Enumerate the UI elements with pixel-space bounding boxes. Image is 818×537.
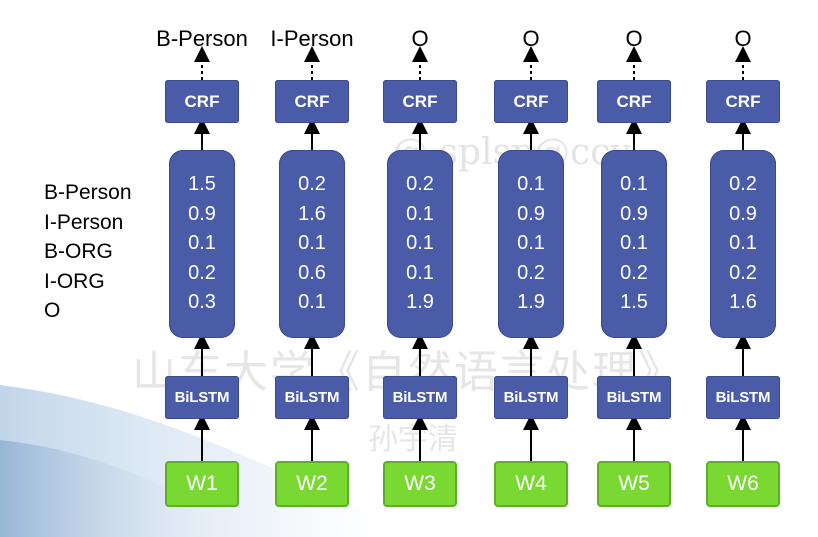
tag-label-b-org: B-ORG (44, 240, 113, 263)
emission-score-value: 0.2 (729, 261, 757, 284)
bilstm-layer-box: BiLSTM (494, 376, 568, 419)
emission-score-value: 1.6 (298, 202, 326, 225)
emission-score-value: 0.1 (298, 291, 326, 314)
bilstm-layer-box: BiLSTM (597, 376, 671, 419)
emission-score-value: 0.2 (729, 173, 757, 196)
input-word-box: W4 (494, 461, 568, 507)
bilstm-layer-box: BiLSTM (706, 376, 780, 419)
predicted-tag-label: B-Person (156, 26, 248, 51)
emission-score-value: 0.9 (729, 202, 757, 225)
emission-score-value: 1.9 (406, 291, 434, 314)
input-word-box: W6 (706, 461, 780, 507)
emission-score-box: 0.2 0.1 0.1 0.1 1.9 (387, 150, 453, 338)
emission-score-value: 0.3 (188, 291, 216, 314)
predicted-tag-label: O (734, 26, 752, 51)
bilstm-layer-box: BiLSTM (165, 376, 239, 419)
emission-score-value: 0.1 (729, 232, 757, 255)
emission-score-value: 1.5 (188, 173, 216, 196)
emission-score-value: 0.2 (406, 173, 434, 196)
crf-layer-box: CRF (275, 80, 349, 123)
predicted-tag-label: O (625, 26, 643, 51)
emission-score-value: 1.6 (729, 291, 757, 314)
emission-score-value: 0.1 (406, 202, 434, 225)
tag-label-i-org: I-ORG (44, 269, 105, 293)
crf-layer-box: CRF (165, 80, 239, 123)
emission-score-value: 0.1 (406, 261, 434, 284)
input-word-box: W1 (165, 461, 239, 507)
crf-layer-box: CRF (706, 80, 780, 123)
crf-layer-box: CRF (597, 80, 671, 123)
emission-score-box: 0.2 0.9 0.1 0.2 1.6 (710, 150, 776, 338)
predicted-tag-label: O (411, 26, 429, 51)
crf-layer-box: CRF (494, 80, 568, 123)
emission-score-value: 0.1 (188, 232, 216, 255)
emission-score-value: 0.1 (620, 173, 648, 196)
emission-score-value: 0.9 (188, 202, 216, 225)
crf-layer-box: CRF (383, 80, 457, 123)
emission-score-value: 0.2 (620, 261, 648, 284)
emission-score-box: 0.1 0.9 0.1 0.2 1.9 (498, 150, 564, 338)
input-word-box: W3 (383, 461, 457, 507)
emission-score-value: 0.2 (188, 261, 216, 284)
emission-score-value: 0.2 (517, 261, 545, 284)
predicted-tag-label: I-Person (270, 26, 354, 51)
emission-score-value: 0.1 (620, 232, 648, 255)
bilstm-layer-box: BiLSTM (275, 376, 349, 419)
tag-label-b-person: B-Person (44, 181, 132, 204)
emission-score-value: 1.5 (620, 291, 648, 314)
emission-score-box: 1.5 0.9 0.1 0.2 0.3 (169, 150, 235, 338)
emission-score-value: 0.1 (517, 173, 545, 196)
tag-label-o: O (44, 299, 61, 322)
emission-score-value: 0.1 (298, 232, 326, 255)
emission-score-box: 0.1 0.9 0.1 0.2 1.5 (601, 150, 667, 338)
emission-score-value: 1.9 (517, 291, 545, 314)
emission-score-value: 0.6 (298, 261, 326, 284)
tag-label-i-person: I-Person (44, 210, 124, 234)
predicted-tag-label: O (522, 26, 540, 51)
emission-score-value: 0.9 (620, 202, 648, 225)
emission-score-value: 0.9 (517, 202, 545, 225)
emission-score-value: 0.1 (406, 232, 434, 255)
emission-score-value: 0.1 (517, 232, 545, 255)
input-word-box: W5 (597, 461, 671, 507)
input-word-box: W2 (275, 461, 349, 507)
tag-label-list: B-Person I-Person B-ORG I-ORG O (44, 178, 132, 326)
emission-score-value: 0.2 (298, 173, 326, 196)
bilstm-layer-box: BiLSTM (383, 376, 457, 419)
emission-score-box: 0.2 1.6 0.1 0.6 0.1 (279, 150, 345, 338)
